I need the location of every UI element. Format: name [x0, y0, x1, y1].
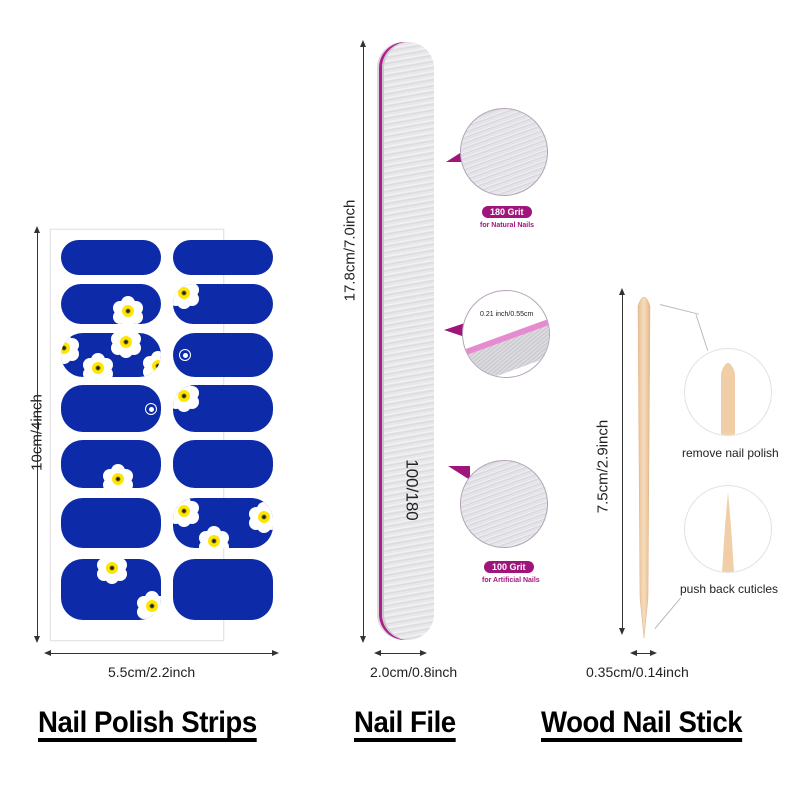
dimension-line — [48, 653, 276, 654]
nail-strip — [61, 284, 161, 324]
stick-width-label: 0.35cm/0.14inch — [586, 664, 689, 680]
thickness-detail-circle — [462, 290, 550, 378]
nail-strip — [173, 333, 273, 377]
nail-strip-sheet — [50, 229, 273, 641]
daisy-icon — [173, 498, 199, 527]
leader-line — [659, 304, 699, 315]
arrow-up-icon — [34, 226, 40, 233]
grit-180-badge: 180 Grit — [482, 206, 532, 218]
dimension-line — [378, 653, 424, 654]
nail-strip — [61, 385, 161, 432]
tab-ring-icon — [145, 403, 157, 415]
leader-line — [695, 314, 709, 351]
grit-100-detail-circle — [460, 460, 548, 548]
file-title: Nail File — [354, 706, 456, 739]
nail-strip — [173, 440, 273, 488]
arrow-down-icon — [360, 636, 366, 643]
dimension-line — [37, 230, 38, 640]
rounded-tip-icon — [721, 363, 735, 435]
stick-height-label: 7.5cm/2.9inch — [594, 419, 612, 514]
nail-strip — [173, 498, 273, 548]
dimension-line — [363, 44, 364, 640]
file-grit-print: 100/180 — [392, 445, 432, 535]
daisy-icon — [61, 333, 79, 364]
pointer-icon — [448, 466, 470, 480]
daisy-icon — [173, 385, 199, 412]
nail-strip — [173, 284, 273, 324]
daisy-icon — [249, 502, 273, 533]
daisy-icon — [103, 464, 133, 488]
push-cuticles-detail-circle — [684, 485, 772, 573]
strips-title: Nail Polish Strips — [38, 706, 257, 739]
file-height-label: 17.8cm/7.0inch — [341, 199, 359, 302]
push-cuticles-caption: push back cuticles — [680, 582, 779, 596]
daisy-icon — [199, 526, 229, 548]
arrow-up-icon — [619, 288, 625, 295]
nail-strip — [61, 498, 161, 548]
nail-strip — [173, 240, 273, 275]
thickness-label: 0.21 inch/0.55cm — [480, 311, 534, 318]
arrow-down-icon — [34, 636, 40, 643]
file-grit-text: 100/180 — [403, 459, 423, 521]
daisy-icon — [111, 333, 141, 358]
nail-strip — [61, 440, 161, 488]
leader-line — [654, 597, 682, 629]
daisy-icon — [97, 559, 127, 584]
daisy-icon — [143, 351, 161, 377]
stick-title: Wood Nail Stick — [541, 706, 743, 739]
strips-width-label: 5.5cm/2.2inch — [108, 664, 196, 680]
arrow-right-icon — [650, 650, 657, 656]
remove-polish-detail-circle — [684, 348, 772, 436]
nail-file-image — [382, 42, 434, 640]
wood-stick-image — [637, 296, 651, 638]
file-edge-graphic — [463, 310, 549, 377]
arrow-up-icon — [360, 40, 366, 47]
daisy-icon — [113, 296, 143, 324]
nail-strip — [173, 385, 273, 432]
nail-strip — [61, 240, 161, 275]
file-width-label: 2.0cm/0.8inch — [370, 664, 458, 680]
pointed-tip-icon — [722, 492, 734, 572]
dimension-line — [634, 653, 652, 654]
strips-height-label: 10cm/4inch — [28, 394, 46, 471]
arrow-left-icon — [44, 650, 51, 656]
arrow-left-icon — [630, 650, 637, 656]
grit-100-badge: 100 Grit — [484, 561, 534, 573]
arrow-right-icon — [272, 650, 279, 656]
tab-ring-icon — [179, 349, 191, 361]
remove-polish-caption: remove nail polish — [682, 446, 779, 460]
dimension-line — [622, 292, 623, 632]
nail-strip — [173, 559, 273, 620]
arrow-right-icon — [420, 650, 427, 656]
daisy-icon — [83, 353, 113, 377]
grit-180-detail-circle — [460, 108, 548, 196]
grit-180-sub: for Natural Nails — [480, 222, 535, 229]
nail-strip — [61, 559, 161, 620]
grit-100-sub: for Artificial Nails — [482, 577, 540, 584]
daisy-icon — [137, 591, 161, 620]
arrow-left-icon — [374, 650, 381, 656]
daisy-icon — [173, 284, 199, 309]
nail-strip — [61, 333, 161, 377]
arrow-down-icon — [619, 628, 625, 635]
